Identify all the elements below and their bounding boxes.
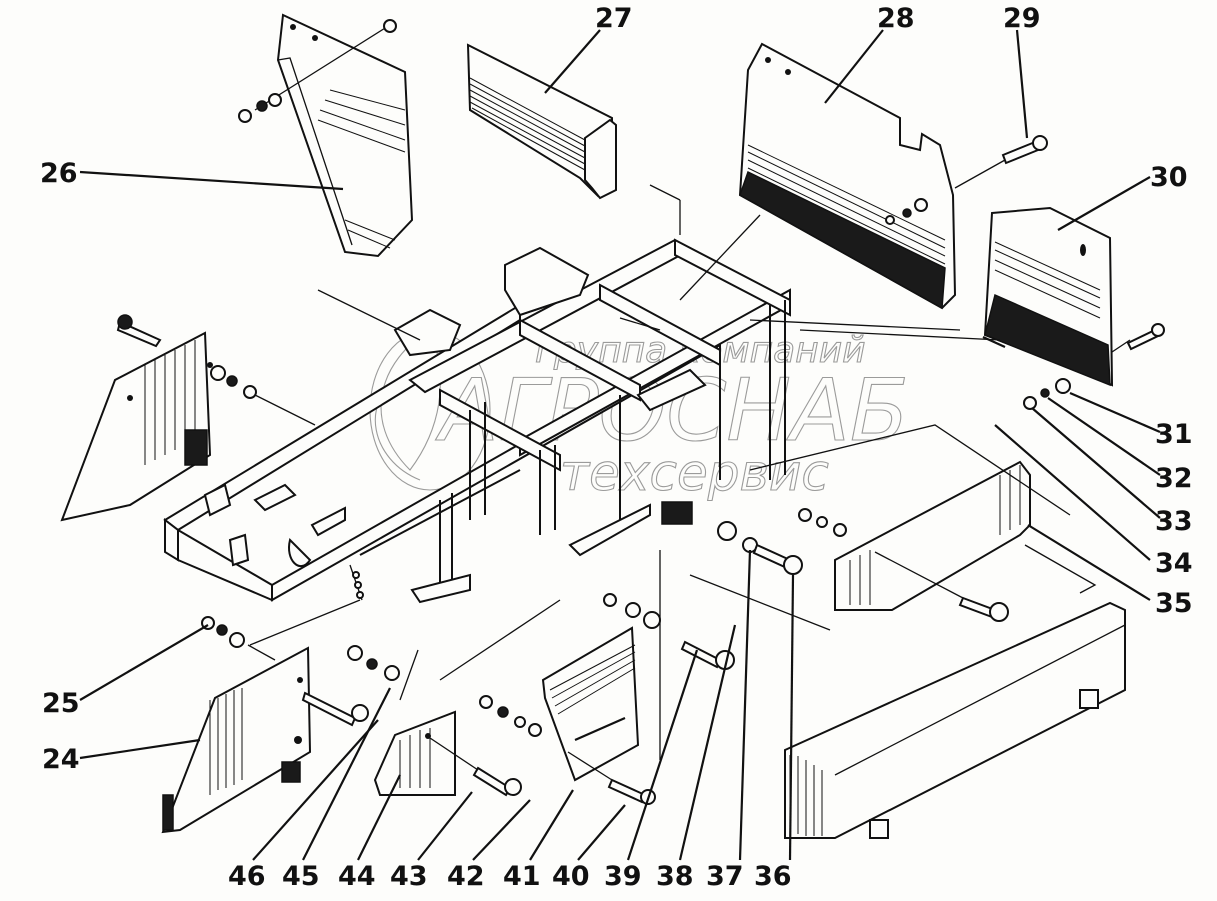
assembly-guide-lines (317, 184, 961, 760)
watermark-line-3: техсервис (560, 444, 829, 502)
callout-40: 40 (552, 861, 590, 892)
callout-26: 26 (40, 158, 78, 189)
callout-45: 45 (282, 861, 320, 892)
callout-32: 32 (1155, 463, 1193, 494)
part-44-small-plate (347, 645, 522, 797)
callout-44: 44 (338, 861, 376, 892)
callout-36: 36 (754, 861, 792, 892)
callout-42: 42 (447, 861, 485, 892)
part-24-lower-left-shield (161, 599, 369, 834)
callout-38: 38 (656, 861, 694, 892)
left-side-shield (60, 314, 316, 522)
callout-29: 29 (1003, 3, 1041, 34)
callout-34: 34 (1155, 548, 1193, 579)
callout-31: 31 (1155, 419, 1193, 450)
callout-30: 30 (1150, 162, 1188, 193)
callout-28: 28 (877, 3, 915, 34)
fastener-stack-36-38 (717, 508, 847, 575)
bolt-icon (238, 19, 397, 123)
callout-leaders (79, 29, 1161, 861)
callout-46: 46 (228, 861, 266, 892)
part-35-box-cover (749, 424, 1097, 622)
callout-25: 25 (42, 688, 80, 719)
part-30-right-shield (799, 206, 1165, 387)
battery-box (784, 601, 1126, 839)
callout-39: 39 (604, 861, 642, 892)
bolt-icon (116, 314, 316, 426)
main-frame (163, 238, 791, 604)
fastener-stack-31-33 (1023, 378, 1071, 410)
part-27-cover (466, 43, 617, 200)
callout-labels: 26 27 28 29 30 31 32 33 34 35 25 24 46 4… (40, 3, 1193, 892)
watermark: группа компаний АГРОСНАБ техсервис (369, 329, 909, 503)
part-28-rear-shield (738, 42, 957, 310)
callout-43: 43 (390, 861, 428, 892)
callout-27: 27 (595, 3, 633, 34)
callout-24: 24 (42, 744, 80, 775)
callout-37: 37 (706, 861, 744, 892)
fastener-stack-25 (201, 616, 276, 661)
part-29-bolt (954, 135, 1048, 189)
callout-35: 35 (1155, 588, 1193, 619)
callout-41: 41 (503, 861, 541, 892)
part-26-upper-left-shield (238, 13, 414, 258)
part-41-plate (479, 593, 735, 805)
callout-33: 33 (1155, 506, 1193, 537)
